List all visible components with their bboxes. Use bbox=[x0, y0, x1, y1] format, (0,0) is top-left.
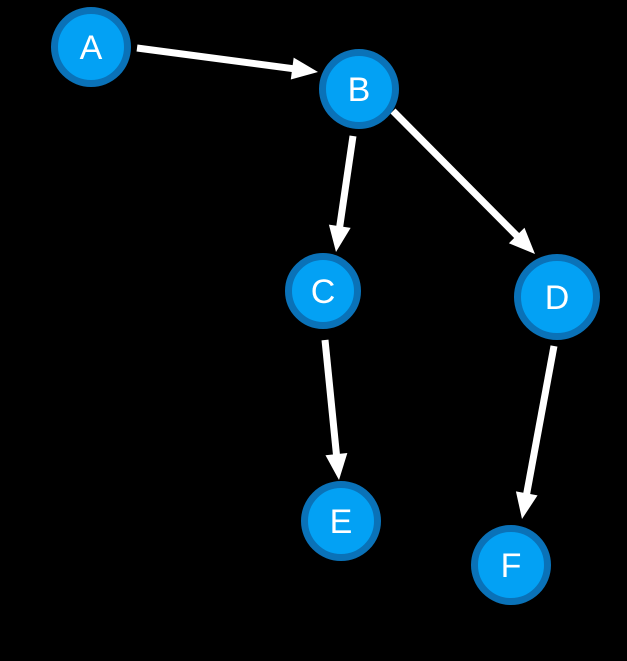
node-circle bbox=[514, 254, 600, 340]
edge-line bbox=[321, 339, 341, 460]
edge-d-to-f[interactable] bbox=[515, 345, 558, 519]
node-circle bbox=[319, 49, 399, 129]
edge-arrowhead-icon bbox=[325, 453, 348, 480]
edge-line bbox=[390, 108, 523, 242]
node-circle bbox=[471, 525, 551, 605]
node-circle bbox=[51, 7, 131, 87]
edge-line bbox=[136, 44, 298, 73]
node-label: E bbox=[330, 503, 353, 541]
node-label: A bbox=[80, 29, 103, 67]
edge-c-to-e[interactable] bbox=[321, 339, 348, 480]
graph-node-e[interactable]: E bbox=[301, 481, 381, 561]
graph-node-b[interactable]: B bbox=[319, 49, 399, 129]
edge-arrowhead-icon bbox=[508, 227, 535, 254]
edge-line bbox=[335, 135, 357, 232]
node-circle bbox=[301, 481, 381, 561]
node-label: D bbox=[545, 279, 570, 317]
node-layer: A B C D E F bbox=[51, 7, 600, 605]
edge-b-to-c[interactable] bbox=[328, 135, 357, 252]
graph-node-d[interactable]: D bbox=[514, 254, 600, 340]
edge-arrowhead-icon bbox=[290, 57, 318, 80]
edge-arrowhead-icon bbox=[328, 224, 351, 252]
graph-node-a[interactable]: A bbox=[51, 7, 131, 87]
node-label: C bbox=[311, 273, 336, 311]
edge-arrowhead-icon bbox=[515, 491, 538, 519]
edge-layer bbox=[136, 44, 558, 519]
node-label: F bbox=[501, 547, 522, 585]
edge-b-to-d[interactable] bbox=[390, 108, 535, 254]
graph-node-f[interactable]: F bbox=[471, 525, 551, 605]
graph-node-c[interactable]: C bbox=[285, 253, 361, 329]
node-label: B bbox=[348, 71, 371, 109]
node-circle bbox=[285, 253, 361, 329]
edge-a-to-b[interactable] bbox=[136, 44, 318, 80]
edge-line bbox=[522, 345, 558, 499]
